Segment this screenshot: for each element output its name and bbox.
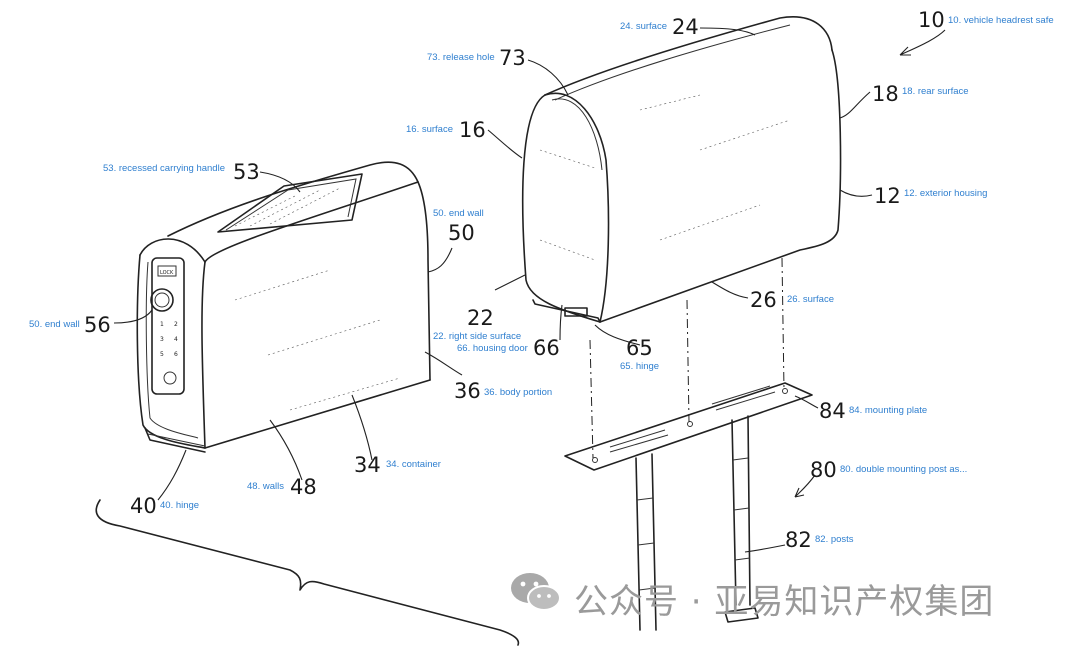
- ref-label-18: 18. rear surface: [902, 86, 969, 97]
- ref-number-26: 26: [750, 288, 777, 312]
- posts-drawing: [635, 415, 759, 631]
- ref-number-18: 18: [872, 82, 899, 106]
- exterior-housing-drawing: [521, 16, 842, 323]
- wechat-icon: [511, 573, 561, 611]
- keypad-keys: 1 2 3 4 5 6: [160, 321, 178, 358]
- ref-label-53: 53. recessed carrying handle: [103, 163, 225, 174]
- arrow-80: [794, 474, 816, 498]
- ref-label-36: 36. body portion: [484, 387, 553, 398]
- arrow-10: [899, 29, 946, 56]
- ref-label-24: 24. surface: [620, 21, 667, 32]
- ref-label-12: 12. exterior housing: [904, 188, 988, 199]
- ref-number-66: 66: [533, 336, 560, 360]
- ref-label-50: 50. end wall: [433, 208, 484, 219]
- ref-label-16: 16. surface: [406, 124, 453, 135]
- ref-number-36: 36: [454, 379, 481, 403]
- ref-number-12: 12: [874, 184, 901, 208]
- ref-label-56: 50. end wall: [29, 319, 80, 330]
- ref-label-80: 80. double mounting post as...: [840, 464, 968, 475]
- ref-number-84: 84: [819, 399, 846, 423]
- keypad-key: 6: [174, 351, 178, 358]
- ref-label-26: 26. surface: [787, 294, 834, 305]
- ref-label-40: 40. hinge: [160, 500, 200, 511]
- ref-number-53: 53: [233, 160, 260, 184]
- keypad-display-text: LOCK: [160, 270, 174, 276]
- ref-label-48: 48. walls: [247, 481, 284, 492]
- ref-number-50: 50: [448, 221, 475, 245]
- ref-number-24: 24: [672, 15, 699, 39]
- ref-number-48: 48: [290, 475, 317, 499]
- ref-label-84: 84. mounting plate: [849, 405, 928, 416]
- ref-number-80: 80: [810, 458, 837, 482]
- ref-number-34: 34: [354, 453, 381, 477]
- keypad-key: 2: [174, 321, 178, 328]
- figure-bracket: [95, 499, 520, 646]
- ref-label-66: 66. housing door: [457, 343, 528, 354]
- ref-number-73: 73: [499, 46, 526, 70]
- ref-number-16: 16: [459, 118, 486, 142]
- ref-label-34: 34. container: [386, 459, 441, 470]
- ref-number-10: 10: [918, 8, 945, 32]
- ref-number-22: 22: [467, 306, 494, 330]
- ref-label-82: 82. posts: [815, 534, 854, 545]
- ref-label-65: 65. hinge: [620, 361, 660, 372]
- ref-number-82: 82: [785, 528, 812, 552]
- ref-number-65: 65: [626, 336, 653, 360]
- ref-number-40: 40: [130, 494, 157, 518]
- ref-label-22: 22. right side surface: [433, 331, 522, 342]
- mounting-plate-drawing: [564, 382, 813, 471]
- keypad-key: 1: [160, 321, 164, 328]
- ref-number-56: 56: [84, 313, 111, 337]
- keypad-key: 3: [160, 336, 164, 343]
- keypad-key: 5: [160, 351, 164, 358]
- projection-lines: [589, 257, 785, 459]
- ref-label-10: 10. vehicle headrest safe: [948, 15, 1054, 26]
- container-drawing: [136, 161, 431, 453]
- watermark-text: 公众号 · 亚易知识产权集团: [574, 582, 995, 622]
- keypad-key: 4: [174, 336, 178, 343]
- ref-label-73: 73. release hole: [427, 52, 495, 63]
- leader-lines: [113, 27, 873, 553]
